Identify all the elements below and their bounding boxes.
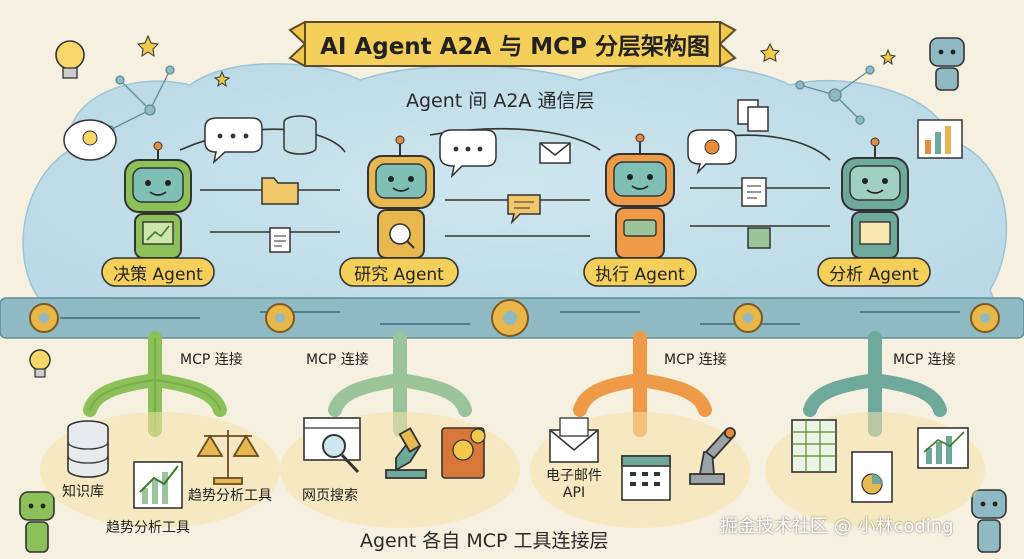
title-banner: [288, 21, 737, 67]
mcp-label-decision: MCP 连接: [180, 352, 243, 368]
tool-label-trend-analysis-2: 趋势分析工具: [106, 520, 190, 536]
mcp-label-analysis: MCP 连接: [893, 352, 956, 368]
page-title: AI Agent A2A 与 MCP 分层架构图: [320, 34, 710, 60]
a2a-layer-title: Agent 间 A2A 通信层: [406, 90, 595, 112]
agent-pill-execution: [583, 257, 697, 287]
document-icon: [737, 99, 769, 132]
tool-label-trend-analysis: 趋势分析工具: [188, 488, 272, 504]
scale-icon: [196, 430, 260, 485]
agent-pill-analysis: [817, 257, 931, 287]
robot-icon: [971, 489, 1007, 553]
gear-icon: [491, 299, 529, 337]
agent-pill-decision: [101, 257, 215, 287]
mcp-label-research: MCP 连接: [306, 352, 369, 368]
mcp-pipe-decision: [83, 331, 227, 437]
watermark: 掘金技术社区 @ 小林coding: [720, 516, 954, 537]
mcp-pipe-research: [328, 331, 472, 437]
bar-chart-icon: [917, 427, 969, 469]
gear-chat-icon: [687, 129, 737, 175]
robot-execution: [605, 133, 675, 259]
lightbulb-icon: [55, 40, 85, 79]
robot-research: [367, 135, 435, 259]
robot-icon: [19, 491, 55, 553]
agent-pill-research: [339, 257, 459, 287]
gear-icon: [733, 303, 763, 333]
lightbulb-icon: [29, 349, 51, 378]
agent-label-analysis: 分析 Agent: [829, 264, 919, 285]
document-icon: [269, 227, 291, 253]
robot-icon: [929, 37, 965, 91]
gear-icon: [265, 303, 295, 333]
network-icon: [105, 65, 875, 135]
idea-bubble-icon: [63, 119, 117, 161]
agent-label-decision: 决策 Agent: [113, 264, 203, 285]
mcp-pipe-analysis: [803, 331, 947, 437]
robot-analysis: [841, 137, 909, 259]
mcp-pipe-execution: [573, 331, 712, 437]
mcp-label-execution: MCP 连接: [664, 352, 727, 368]
chat-bubble-icon: [507, 194, 541, 225]
mcp-layer-title: Agent 各自 MCP 工具连接层: [360, 530, 609, 552]
chat-bubble-icon: [439, 129, 497, 179]
tool-label-web-search: 网页搜索: [302, 488, 358, 504]
envelope-icon: [539, 142, 571, 164]
bar-chart-icon: [917, 119, 963, 159]
cube-icon: [747, 227, 771, 249]
book-icon: [441, 427, 486, 479]
tool-label-email-api: 电子邮件 API: [546, 468, 602, 501]
pie-report-icon: [851, 451, 893, 503]
database-icon: [283, 115, 317, 155]
trend-chart-icon: [133, 461, 183, 509]
folder-icon: [261, 177, 299, 205]
gear-icon: [970, 303, 1000, 333]
envelope-api-icon: [549, 417, 599, 463]
tool-label-knowledge-base: 知识库: [62, 484, 104, 500]
calendar-icon: [621, 455, 671, 501]
browser-search-icon: [303, 417, 361, 474]
chat-bubble-icon: [204, 117, 263, 165]
robot-arm-icon: [689, 427, 736, 485]
spreadsheet-icon: [791, 419, 837, 473]
agent-label-research: 研究 Agent: [354, 264, 444, 285]
microscope-icon: [385, 427, 427, 479]
document-icon: [741, 177, 767, 207]
database-icon: [67, 420, 109, 478]
star-icon: [136, 34, 897, 88]
agent-label-execution: 执行 Agent: [595, 264, 685, 285]
gear-icon: [29, 303, 59, 333]
